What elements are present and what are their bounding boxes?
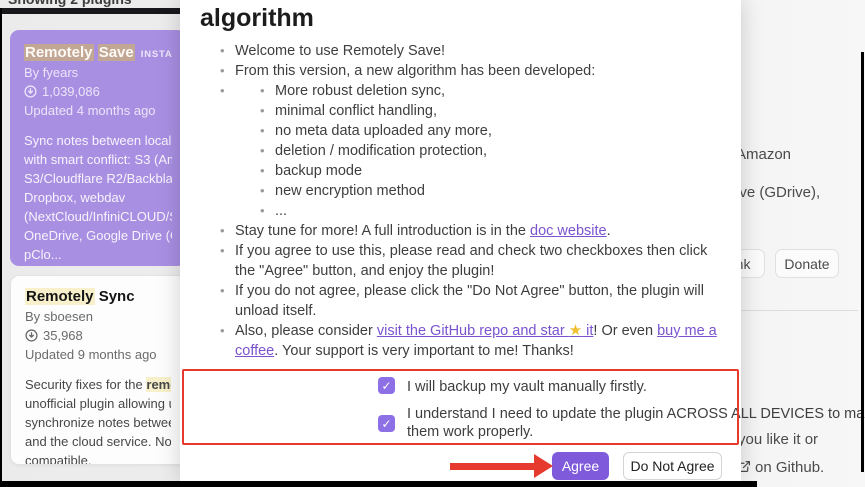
frame-edge-right xyxy=(861,52,864,472)
bullet-version: From this version, a new algorithm has b… xyxy=(220,61,723,81)
bullet-disagree-instructions: If you do not agree, please click the "D… xyxy=(220,281,723,321)
download-icon xyxy=(24,85,37,98)
search-highlight: remot xyxy=(146,377,171,392)
plugin-card-remotely-save[interactable]: Remotely Save INSTALLED By fyears 1,039,0… xyxy=(10,30,186,266)
nested-item: More robust deletion sync, xyxy=(260,81,723,101)
detail-text-github-label: on Github. xyxy=(755,459,825,476)
plugin-updated: Updated 4 months ago xyxy=(24,103,156,118)
nested-item: backup mode xyxy=(260,161,723,181)
desc-line: OneDrive, Google Drive (GD xyxy=(24,228,172,243)
checkbox-annotation-box xyxy=(182,369,739,445)
plugin-downloads: 35,968 xyxy=(43,328,83,343)
bullet-agree-instructions: If you agree to use this, please read an… xyxy=(220,241,723,281)
search-highlight: Remotely xyxy=(24,44,94,61)
donate-button[interactable]: Donate xyxy=(775,249,839,278)
doc-website-link[interactable]: doc website xyxy=(530,223,607,239)
frame-edge-bottom xyxy=(0,481,757,487)
search-highlight: Remotely xyxy=(25,288,95,305)
plugin-description: Security fixes for the remot unofficial … xyxy=(25,375,171,465)
nested-bullet-list: More robust deletion sync, minimal confl… xyxy=(235,81,723,221)
desc-line: Dropbox, webdav xyxy=(24,190,126,205)
modal-bullet-list: Welcome to use Remotely Save! From this … xyxy=(200,41,723,361)
desc-line: pClo... xyxy=(24,247,62,262)
modal-title: algorithm xyxy=(200,4,314,32)
plugin-author: By sboesen xyxy=(25,309,93,324)
installed-badge: INSTALLED xyxy=(140,49,172,60)
top-dark-strip xyxy=(0,8,180,14)
desc-line: compatible. xyxy=(25,453,92,465)
plugin-title: Remotely Save INSTALLED xyxy=(24,44,172,61)
github-repo-link[interactable]: visit the GitHub repo and star ★ it xyxy=(376,322,594,339)
plugin-updated: Updated 9 months ago xyxy=(25,347,157,362)
bullet-nested-holder: More robust deletion sync, minimal confl… xyxy=(220,81,723,221)
bullet-welcome: Welcome to use Remotely Save! xyxy=(220,41,723,61)
detail-text-github: on Github. xyxy=(738,459,824,476)
buy-me-a-coffee-link[interactable]: buy me a coffee xyxy=(235,323,717,359)
desc-line: synchronize notes between xyxy=(25,415,171,430)
desc-line: Security fixes for the remot xyxy=(25,375,171,394)
agree-arrow-annotation xyxy=(450,463,535,470)
agree-button[interactable]: Agree xyxy=(552,452,609,480)
desc-line: and the cloud service. Not l xyxy=(25,434,171,449)
desc-line: S3/Cloudflare R2/Backblaze xyxy=(24,171,172,186)
nested-item: new encryption method xyxy=(260,181,723,201)
results-count-clipped: Showing 2 plugins xyxy=(0,0,180,8)
plugin-card-remotely-sync[interactable]: Remotely Sync By sboesen 35,968 Updated … xyxy=(10,275,186,465)
agree-arrow-head xyxy=(534,454,553,478)
detail-text-gdrive: ive (GDrive), xyxy=(736,184,821,201)
download-icon xyxy=(25,329,38,342)
plugin-title: Remotely Sync xyxy=(25,288,171,305)
plugin-downloads-row: 35,968 xyxy=(25,328,171,343)
frame-edge-left xyxy=(0,8,2,487)
nested-item: minimal conflict handling, xyxy=(260,101,723,121)
plugin-description: Sync notes between local a with smart co… xyxy=(24,131,172,264)
detail-divider xyxy=(740,310,858,311)
desc-line: with smart conflict: S3 (Ama xyxy=(24,152,172,167)
bullet-stay-tune: Stay tune for more! A full introduction … xyxy=(220,221,723,241)
desc-line: Sync notes between local a xyxy=(24,133,172,148)
nested-item: no meta data uploaded any more, xyxy=(260,121,723,141)
bullet-support: Also, please consider visit the GitHub r… xyxy=(220,321,723,361)
update-devices-checkbox-label: I understand I need to update the plugin… xyxy=(407,406,865,440)
desc-line: unofficial plugin allowing u xyxy=(25,396,171,411)
desc-line: (NextCloud/InfiniCLOUD/Sy xyxy=(24,209,172,224)
consent-modal: algorithm Welcome to use Remotely Save! … xyxy=(180,0,865,481)
backup-checkbox-label: I will backup my vault manually firstly. xyxy=(407,379,647,395)
search-highlight: Save xyxy=(97,44,135,61)
plugin-title-rest: Sync xyxy=(94,288,135,305)
backup-checkbox-row: ✓ I will backup my vault manually firstl… xyxy=(378,377,865,396)
nested-item: ... xyxy=(260,201,723,221)
plugin-downloads: 1,039,086 xyxy=(42,84,100,99)
nested-item: deletion / modification protection, xyxy=(260,141,723,161)
plugin-downloads-row: 1,039,086 xyxy=(24,84,172,99)
modal-body: Welcome to use Remotely Save! From this … xyxy=(180,35,741,361)
plugin-author: By fyears xyxy=(24,65,79,80)
star-icon: ★ xyxy=(568,322,583,339)
backup-checkbox[interactable]: ✓ xyxy=(378,377,395,394)
detail-text-like: you like it or xyxy=(738,431,819,448)
update-devices-checkbox[interactable]: ✓ xyxy=(378,415,395,432)
results-count-text: Showing 2 plugins xyxy=(8,0,132,7)
detail-text-amazon: Amazon xyxy=(736,146,792,163)
donate-label: Donate xyxy=(784,255,830,272)
do-not-agree-button[interactable]: Do Not Agree xyxy=(623,452,722,480)
update-devices-checkbox-row: ✓ I understand I need to update the plug… xyxy=(378,405,865,441)
